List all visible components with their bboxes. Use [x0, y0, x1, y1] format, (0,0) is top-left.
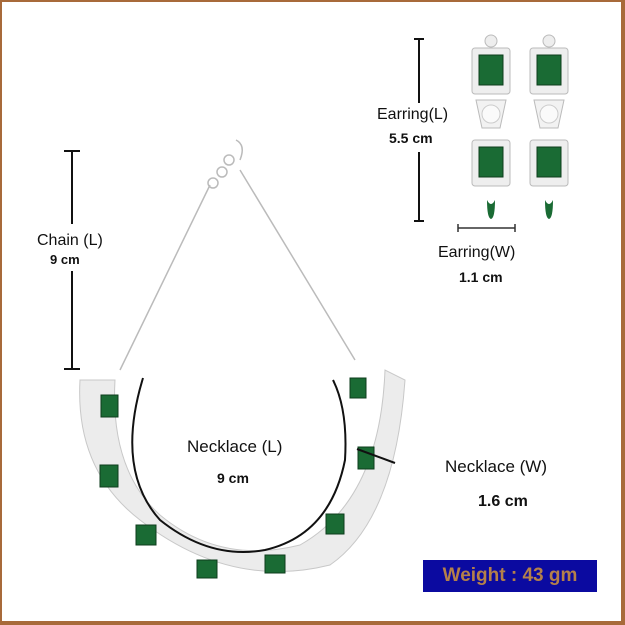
- necklace-width-value: 1.6 cm: [478, 493, 528, 510]
- earring-length-label: Earring(L): [377, 106, 449, 123]
- necklace-length-value: 9 cm: [217, 470, 249, 486]
- necklace-width-label: Necklace (W): [445, 457, 548, 476]
- weight-badge-text: Weight : 43 gm: [442, 565, 578, 586]
- necklace-chain: [119, 139, 356, 371]
- weight-badge: Weight : 43 gm: [423, 560, 597, 592]
- chain-length-indicator: [64, 150, 80, 370]
- necklace-width-tick: [356, 448, 396, 464]
- chain-length-value: 9 cm: [50, 252, 80, 267]
- earring-width-label: Earring(W): [438, 244, 516, 261]
- necklace-length-label: Necklace (L): [187, 437, 283, 456]
- earring-right: [529, 34, 569, 219]
- earring-width-indicator: [457, 224, 516, 232]
- earring-length-value: 5.5 cm: [389, 130, 433, 146]
- earring-width-value: 1.1 cm: [459, 269, 503, 285]
- earring-length-indicator: [414, 38, 424, 222]
- chain-length-label: Chain (L): [37, 232, 103, 249]
- earring-left: [471, 34, 511, 219]
- necklace-length-arc: [131, 377, 347, 553]
